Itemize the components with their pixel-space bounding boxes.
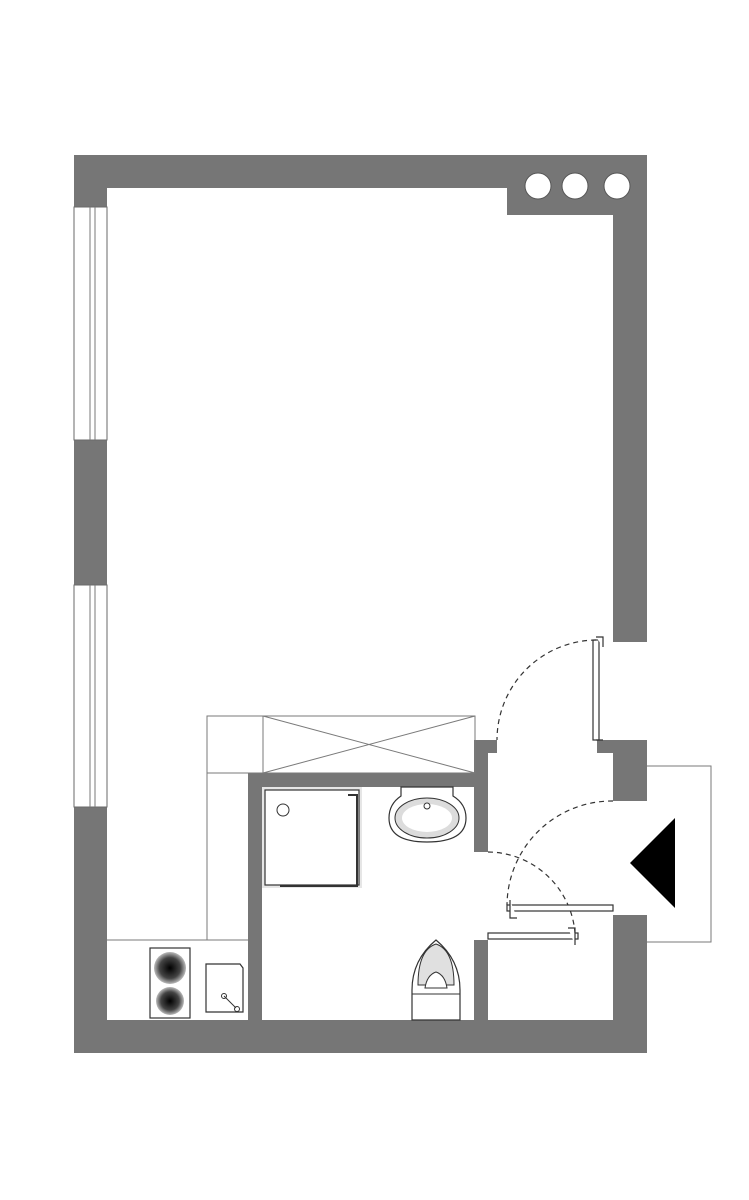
kitchenette: [149, 947, 244, 1019]
circle-icon: [524, 172, 552, 200]
kitchen-sink: [205, 963, 244, 1013]
windows: [73, 206, 108, 808]
triangle-entry-icon: [630, 818, 675, 908]
entrance-door-swing: [506, 800, 614, 906]
east-wall-upper: [613, 155, 647, 642]
cabinet-outline: [206, 715, 476, 774]
wall-cabinet: [107, 715, 476, 941]
main-room-door-leaf: [592, 639, 600, 741]
bathroom-door-swing: [487, 851, 576, 934]
bathroom-east-wall-lower: [474, 940, 488, 1020]
east-wall-middle: [613, 740, 647, 801]
shower-tray-inner: [264, 789, 360, 886]
bathroom-east-wall-upper: [474, 740, 488, 852]
landing-outline: [647, 765, 712, 943]
interior-walls: [248, 740, 613, 1020]
doors: [487, 636, 614, 945]
circle-icon: [603, 172, 631, 200]
main-room-door-swing: [496, 639, 597, 741]
entrance: [630, 765, 712, 943]
burner-icon: [154, 952, 186, 984]
south-wall: [74, 1020, 647, 1053]
outer-walls: [74, 155, 647, 1053]
drain-icon: [221, 993, 227, 999]
bathroom-door-leaf: [487, 932, 579, 940]
tap-icon: [234, 1006, 240, 1012]
shower-drain-icon: [276, 803, 290, 817]
toilet: [411, 939, 461, 1021]
bathroom: [262, 786, 467, 1021]
burner-icon: [156, 987, 184, 1015]
hall-door-jamb: [597, 740, 613, 753]
washbasin: [388, 786, 467, 843]
east-wall-lower: [613, 915, 647, 1053]
circle-icon: [561, 172, 589, 200]
bathroom-north-wall: [248, 773, 488, 787]
basin-drain-icon: [423, 802, 431, 810]
ventilation-shafts: [524, 172, 631, 200]
entrance-door-leaf: [506, 904, 614, 912]
bathroom-door-jamb: [474, 740, 497, 753]
bathroom-west-wall: [248, 773, 262, 1020]
